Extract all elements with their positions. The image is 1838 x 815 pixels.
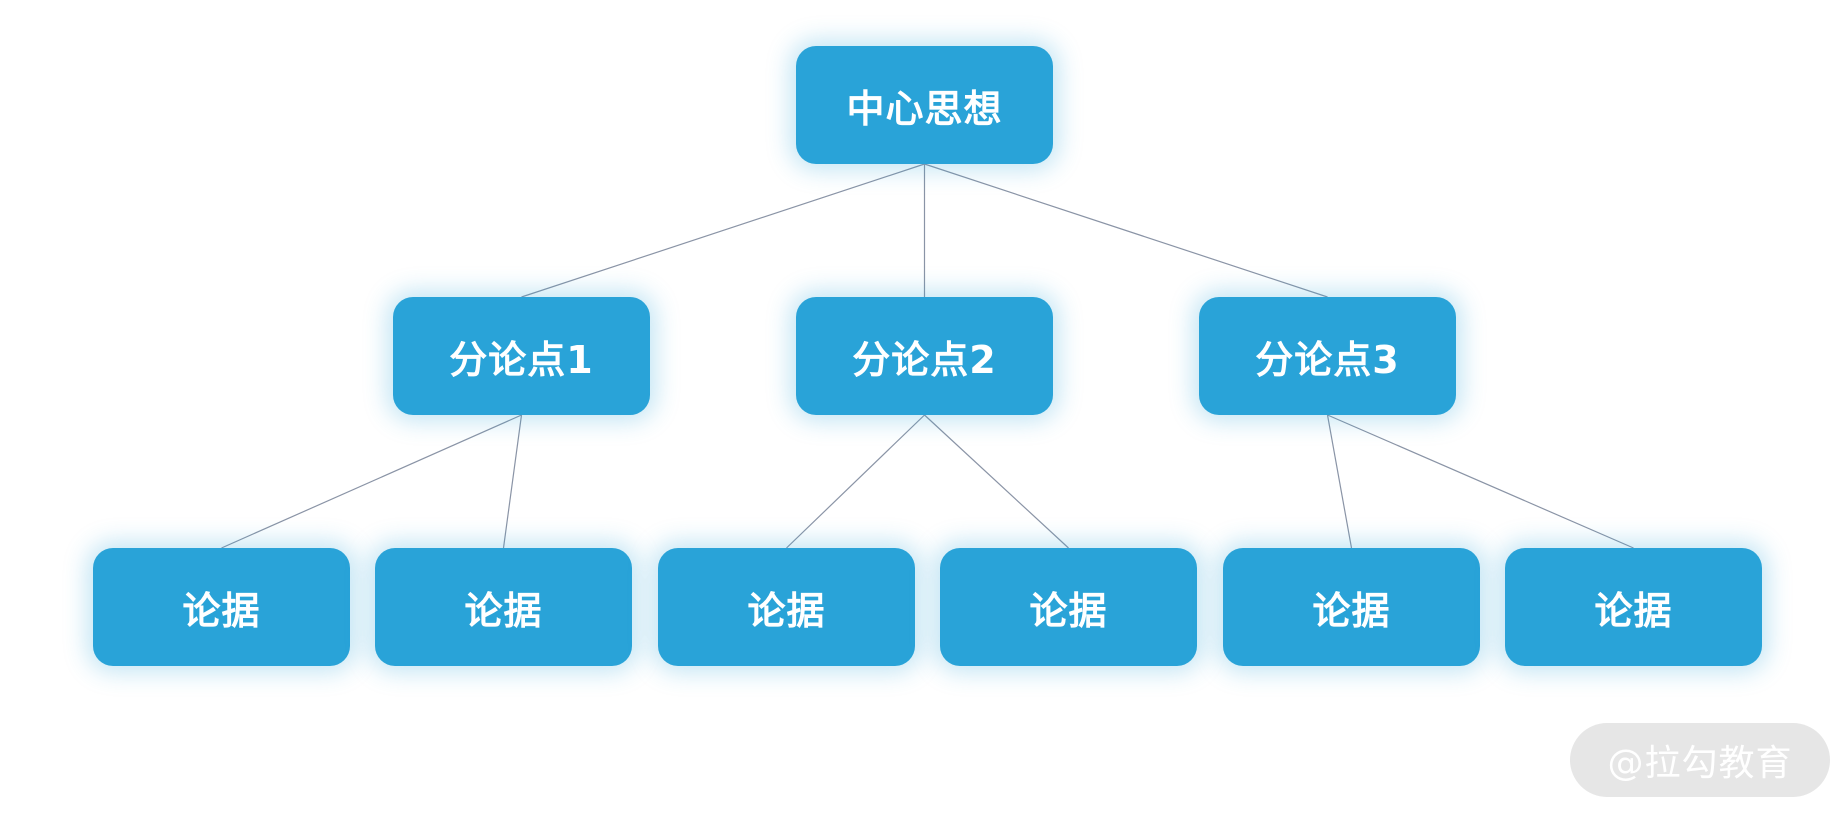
connector-point-3-to-evidence-6 (1327, 414, 1634, 549)
connector-point-2-to-evidence-4 (924, 414, 1069, 549)
connector-root-to-point-1 (521, 163, 925, 298)
connector-point-1-to-evidence-1 (221, 414, 522, 549)
connector-point-1-to-evidence-2 (502, 414, 523, 549)
brand-watermark: @拉勾教育 (1570, 723, 1830, 797)
evidence-node-5: 论据 (1223, 548, 1480, 666)
root-node-central-idea: 中心思想 (796, 46, 1053, 164)
connector-point-3-to-evidence-5 (1326, 414, 1353, 549)
sub-point-node-3: 分论点3 (1199, 297, 1456, 415)
evidence-node-3: 论据 (658, 548, 915, 666)
sub-point-node-1: 分论点1 (393, 297, 650, 415)
connector-root-to-point-3 (924, 163, 1328, 298)
evidence-node-4: 论据 (940, 548, 1197, 666)
evidence-node-2: 论据 (375, 548, 632, 666)
sub-point-node-2: 分论点2 (796, 297, 1053, 415)
evidence-node-1: 论据 (93, 548, 350, 666)
connector-point-2-to-evidence-3 (786, 414, 925, 549)
evidence-node-6: 论据 (1505, 548, 1762, 666)
